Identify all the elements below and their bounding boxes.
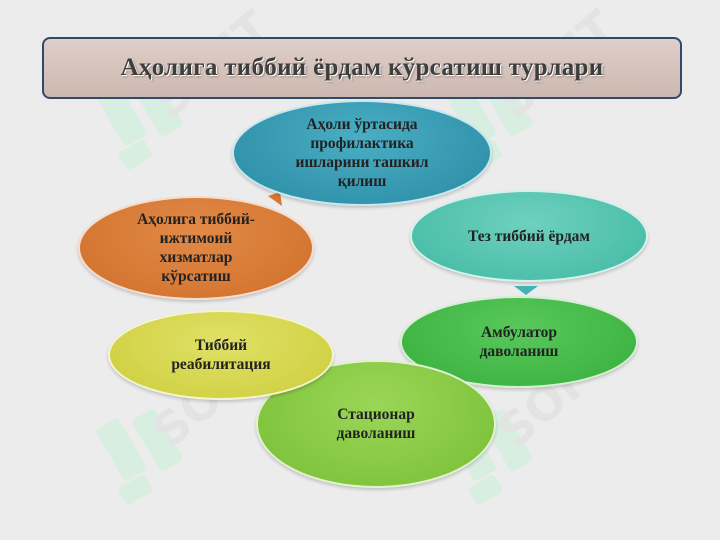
node-text-line: қилиш: [337, 173, 387, 190]
node-social-services: Аҳолига тиббий- ижтимоий хизматлар кўрса…: [78, 196, 314, 300]
title-banner: Аҳолига тиббий ёрдам кўрсатиш турлари: [42, 37, 682, 99]
node-text-line: Тез тиббий ёрдам: [468, 227, 590, 245]
node-text-line: хизматлар: [159, 249, 233, 266]
node-text-line: Стационар: [337, 406, 415, 423]
node-text-line: Аҳоли ўртасида: [306, 116, 418, 133]
node-rehabilitation: Тиббий реабилитация: [108, 310, 334, 400]
node-inpatient: Стационар даволаниш: [256, 360, 496, 488]
node-prophylaxis: Аҳоли ўртасида профилактика ишларини таш…: [232, 100, 492, 206]
page-title: Аҳолига тиббий ёрдам кўрсатиш турлари: [120, 54, 604, 81]
arrow-icon: [514, 286, 538, 295]
node-text-line: даволаниш: [479, 343, 559, 360]
arrow-icon: [268, 192, 282, 206]
node-text-line: даволаниш: [336, 425, 416, 442]
node-text-line: Аҳолига тиббий-: [137, 211, 255, 228]
node-text-line: ижтимоий: [159, 230, 233, 247]
node-text-line: ишларини ташкил: [295, 154, 429, 171]
node-text-line: Амбулатор: [480, 324, 558, 341]
node-text-line: кўрсатиш: [161, 268, 231, 285]
node-text-line: Тиббий: [194, 337, 248, 354]
node-text-line: профилактика: [310, 135, 414, 152]
node-emergency-care: Тез тиббий ёрдам: [410, 190, 648, 282]
node-text-line: реабилитация: [171, 356, 271, 373]
